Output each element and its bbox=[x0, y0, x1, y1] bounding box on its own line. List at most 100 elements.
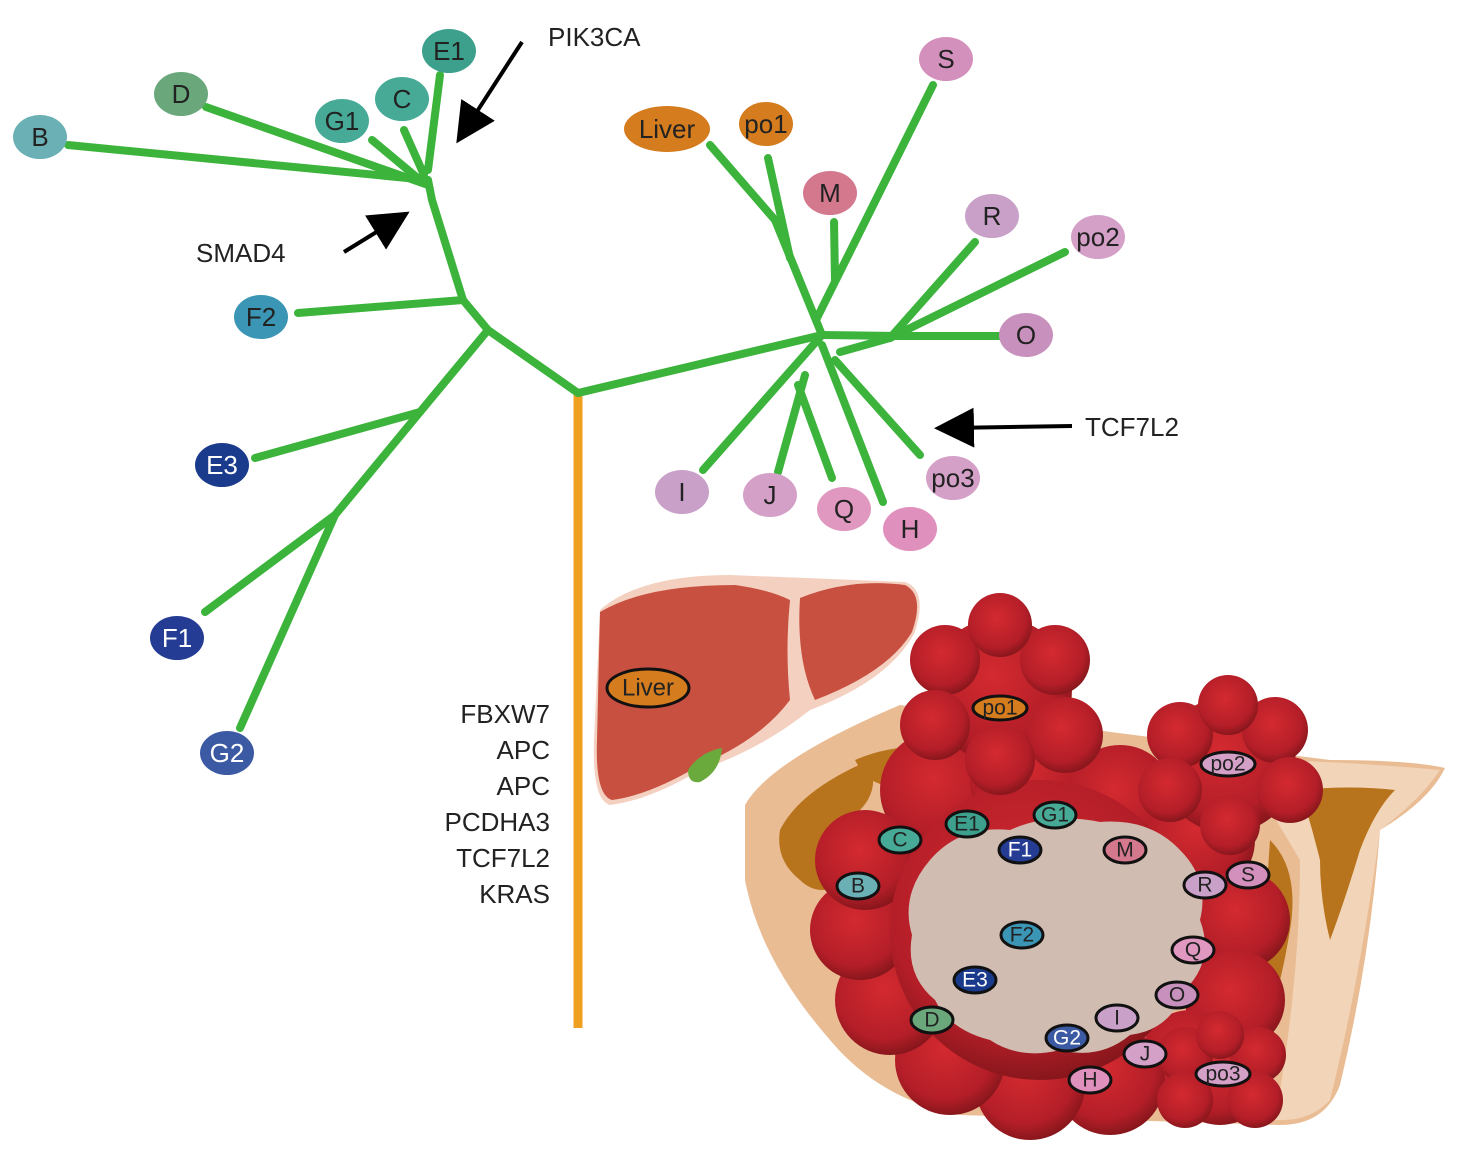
svg-text:M: M bbox=[1116, 839, 1134, 862]
node-e1: E1 bbox=[422, 29, 476, 73]
pik3ca-label: PIK3CA bbox=[548, 22, 641, 52]
tumor-region-labels: po1 po2 po3 C E1 G1 F1 M B R S F2 Q E3 O… bbox=[835, 694, 1271, 1095]
region-f2: F2 bbox=[999, 920, 1045, 950]
region-po3: po3 bbox=[1194, 1060, 1252, 1088]
node-i: I bbox=[655, 470, 709, 514]
tcf7l2-label: TCF7L2 bbox=[1085, 412, 1179, 442]
trunk-mutation-1: FBXW7 bbox=[460, 699, 550, 729]
region-q: Q bbox=[1170, 935, 1216, 965]
node-c: C bbox=[375, 77, 429, 121]
phylogenetic-tree: FBXW7 APC APC PCDHA3 TCF7L2 KRAS PIK3CA … bbox=[13, 22, 1179, 1028]
region-r: R bbox=[1182, 870, 1228, 900]
svg-text:O: O bbox=[1169, 984, 1185, 1007]
svg-text:G1: G1 bbox=[325, 106, 360, 136]
trunk-mutation-6: KRAS bbox=[479, 879, 550, 909]
trunk-mutation-3: APC bbox=[497, 771, 550, 801]
svg-text:F1: F1 bbox=[162, 623, 192, 653]
svg-text:G1: G1 bbox=[1041, 804, 1069, 827]
svg-text:I: I bbox=[1114, 1007, 1120, 1030]
region-f1: F1 bbox=[997, 835, 1043, 865]
node-j: J bbox=[743, 473, 797, 517]
node-o: O bbox=[999, 313, 1053, 357]
liver-illustration: Liver bbox=[593, 575, 920, 805]
trunk-mutation-4: PCDHA3 bbox=[445, 807, 550, 837]
svg-text:po1: po1 bbox=[982, 697, 1017, 720]
svg-text:B: B bbox=[851, 875, 865, 898]
svg-text:D: D bbox=[924, 1009, 939, 1032]
svg-text:F2: F2 bbox=[246, 302, 276, 332]
svg-text:po2: po2 bbox=[1076, 222, 1119, 252]
node-d: D bbox=[154, 72, 208, 116]
node-po3: po3 bbox=[926, 456, 980, 500]
svg-text:G2: G2 bbox=[1053, 1027, 1081, 1050]
tree-nodes: B D G1 C E1 F2 E3 F1 G2 Liver po1 S M R … bbox=[13, 29, 1125, 775]
pik3ca-arrow bbox=[456, 40, 524, 144]
node-po2: po2 bbox=[1071, 215, 1125, 259]
region-po2: po2 bbox=[1199, 750, 1257, 778]
trunk-mutation-list: FBXW7 APC APC PCDHA3 TCF7L2 KRAS bbox=[445, 699, 550, 909]
svg-text:po3: po3 bbox=[1205, 1063, 1240, 1086]
region-o: O bbox=[1154, 980, 1200, 1010]
tumor-lumen bbox=[908, 818, 1205, 1054]
svg-text:C: C bbox=[393, 84, 412, 114]
region-b: B bbox=[835, 871, 881, 901]
node-m: M bbox=[803, 171, 857, 215]
svg-text:E1: E1 bbox=[433, 36, 465, 66]
node-h: H bbox=[883, 507, 937, 551]
mutation-annotations: PIK3CA SMAD4 TCF7L2 bbox=[196, 22, 1179, 448]
tree-branches bbox=[64, 71, 1069, 732]
svg-text:C: C bbox=[892, 829, 907, 852]
node-b: B bbox=[13, 115, 67, 159]
node-r: R bbox=[965, 194, 1019, 238]
liver-sample-label: Liver bbox=[605, 667, 691, 709]
node-e3: E3 bbox=[195, 443, 249, 487]
tumor-po1 bbox=[900, 593, 1103, 795]
region-s: S bbox=[1225, 860, 1271, 890]
svg-text:D: D bbox=[172, 79, 191, 109]
region-c: C bbox=[877, 825, 923, 855]
svg-text:H: H bbox=[901, 514, 920, 544]
svg-text:F2: F2 bbox=[1010, 924, 1035, 947]
svg-text:E1: E1 bbox=[954, 813, 980, 836]
trunk-mutation-5: TCF7L2 bbox=[456, 843, 550, 873]
svg-text:po2: po2 bbox=[1210, 753, 1245, 776]
colon-tumor-illustration: po1 po2 po3 C E1 G1 F1 M B R S F2 Q E3 O… bbox=[745, 593, 1445, 1140]
smad4-label: SMAD4 bbox=[196, 238, 286, 268]
svg-text:B: B bbox=[31, 122, 48, 152]
svg-text:J: J bbox=[1140, 1043, 1151, 1066]
svg-text:Liver: Liver bbox=[622, 675, 674, 702]
svg-text:E3: E3 bbox=[206, 450, 238, 480]
trunk-mutation-2: APC bbox=[497, 735, 550, 765]
region-po1: po1 bbox=[971, 694, 1029, 722]
svg-text:S: S bbox=[937, 44, 954, 74]
region-g2: G2 bbox=[1044, 1023, 1090, 1053]
region-e1: E1 bbox=[944, 809, 990, 839]
smad4-arrow bbox=[342, 211, 410, 254]
region-j: J bbox=[1122, 1039, 1168, 1069]
svg-text:F1: F1 bbox=[1008, 839, 1033, 862]
svg-text:R: R bbox=[983, 201, 1002, 231]
region-g1: G1 bbox=[1032, 800, 1078, 830]
node-f2: F2 bbox=[234, 295, 288, 339]
svg-text:R: R bbox=[1197, 874, 1212, 897]
region-e3: E3 bbox=[952, 965, 998, 995]
svg-text:po3: po3 bbox=[931, 463, 974, 493]
svg-text:O: O bbox=[1016, 320, 1036, 350]
svg-text:Q: Q bbox=[1185, 939, 1201, 962]
svg-text:S: S bbox=[1241, 864, 1255, 887]
node-liver: Liver bbox=[624, 106, 710, 152]
tcf7l2-arrow bbox=[934, 407, 1073, 448]
svg-text:H: H bbox=[1082, 1069, 1097, 1092]
svg-text:po1: po1 bbox=[744, 109, 787, 139]
svg-text:G2: G2 bbox=[210, 738, 245, 768]
node-q: Q bbox=[817, 487, 871, 531]
node-f1: F1 bbox=[150, 616, 204, 660]
node-s: S bbox=[919, 37, 973, 81]
region-i: I bbox=[1094, 1003, 1140, 1033]
region-m: M bbox=[1102, 835, 1148, 865]
node-po1: po1 bbox=[739, 102, 793, 146]
node-g2: G2 bbox=[200, 731, 254, 775]
svg-text:M: M bbox=[819, 178, 841, 208]
svg-text:J: J bbox=[764, 480, 777, 510]
